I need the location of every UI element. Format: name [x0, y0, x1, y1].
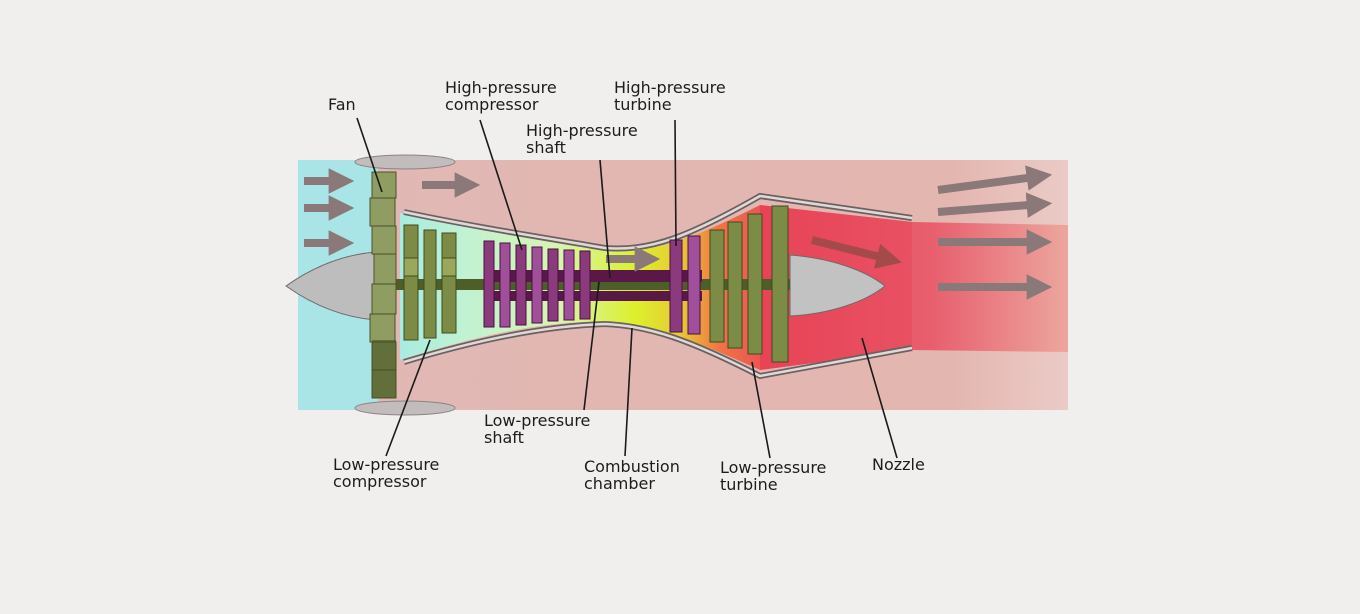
label-fan-line1: Fan [328, 95, 356, 114]
label-nozzle: Nozzle [872, 456, 925, 473]
leader-lines [356, 117, 898, 459]
label-high-pressure-shaft: High-pressure shaft [526, 122, 638, 156]
exhaust-arrow-core [811, 236, 902, 269]
label-hpc-line2: compressor [445, 95, 539, 114]
label-hps-line1: High-pressure [526, 121, 638, 140]
lp-compressor-blades [403, 224, 457, 341]
label-hps-line2: shaft [526, 138, 566, 157]
label-high-pressure-turbine: High-pressure turbine [614, 79, 726, 113]
label-low-pressure-turbine: Low-pressure turbine [720, 459, 826, 493]
label-fan: Fan [328, 96, 356, 113]
label-cc-line2: chamber [584, 474, 655, 493]
label-hpc-line1: High-pressure [445, 78, 557, 97]
flow-arrows [304, 165, 1053, 300]
label-lpt-line2: turbine [720, 475, 778, 494]
tail-cone [789, 254, 886, 317]
label-lps-line1: Low-pressure [484, 411, 591, 430]
label-lpt-line1: Low-pressure [720, 458, 827, 477]
label-high-pressure-compressor: High-pressure compressor [445, 79, 557, 113]
hp-turbine-blades [669, 235, 701, 335]
label-lpc-line2: compressor [333, 472, 427, 491]
lp-turbine-blades [709, 205, 789, 363]
hp-compressor-blades [483, 240, 591, 328]
label-lpc-line1: Low-pressure [333, 455, 440, 474]
label-low-pressure-shaft: Low-pressure shaft [484, 412, 590, 446]
core-casing-bottom-inner [403, 322, 913, 378]
label-combustion-chamber: Combustion chamber [584, 458, 680, 492]
label-hpt-line1: High-pressure [614, 78, 726, 97]
label-lps-line2: shaft [484, 428, 524, 447]
fan-blades-dark [372, 340, 396, 398]
core-casing-top-inner [403, 194, 913, 250]
nacelle-lip-top [354, 154, 456, 170]
label-hpt-line2: turbine [614, 95, 672, 114]
label-low-pressure-compressor: Low-pressure compressor [333, 456, 439, 490]
label-nozzle-line1: Nozzle [872, 455, 925, 474]
label-cc-line1: Combustion [584, 457, 680, 476]
high-pressure-shaft-low [484, 291, 702, 301]
